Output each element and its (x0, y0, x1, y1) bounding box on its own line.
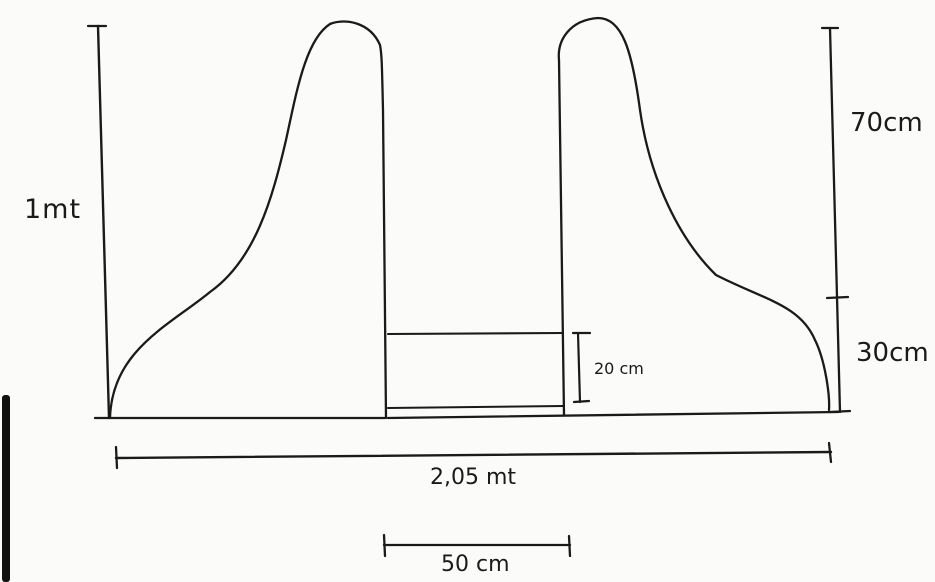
label-total-width: 2,05 mt (430, 465, 517, 490)
paper-edge-shadow (2, 395, 10, 582)
label-gap-height: 20 cm (594, 359, 644, 378)
height-dimension-line-right (820, 26, 852, 414)
seat-height-bracket (571, 331, 592, 404)
center-seat-slab (386, 331, 565, 410)
gap-width-dimension (382, 533, 572, 558)
label-total-height: 1mt (24, 194, 82, 225)
label-lower-height: 30cm (856, 338, 929, 368)
left-side-piece (108, 20, 388, 420)
right-side-piece (557, 16, 831, 417)
label-upper-height: 70cm (850, 108, 923, 138)
height-dimension-line-left (86, 24, 111, 420)
base-line (93, 410, 840, 420)
label-gap-width: 50 cm (441, 552, 510, 577)
total-width-dimension (114, 441, 833, 470)
